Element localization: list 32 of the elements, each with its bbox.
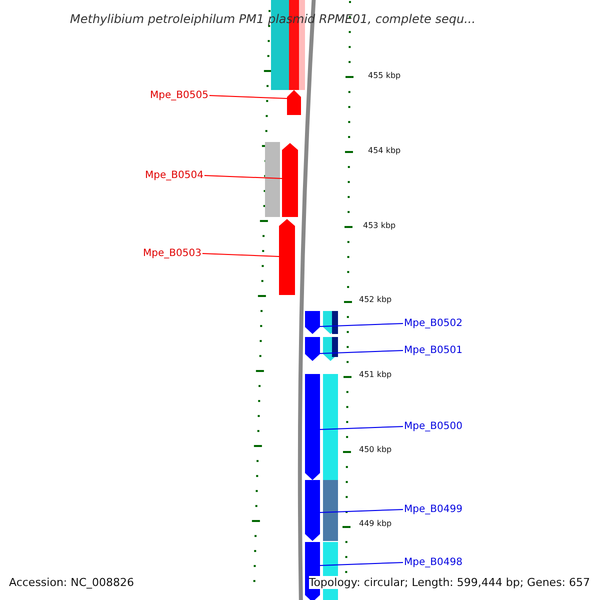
gene-bar bbox=[305, 337, 320, 361]
leader-line bbox=[320, 350, 404, 354]
tick-label: 455 kbp bbox=[368, 71, 401, 80]
tick-label: 449 kbp bbox=[359, 519, 392, 528]
tick-label: 452 kbp bbox=[359, 295, 392, 304]
leader-line bbox=[202, 253, 280, 257]
leader-line bbox=[204, 175, 282, 179]
tick-label: 450 kbp bbox=[359, 445, 392, 454]
leader-line bbox=[320, 323, 404, 327]
gene-label: Mpe_B0501 bbox=[404, 345, 462, 356]
tick-label: 454 kbp bbox=[368, 146, 401, 155]
gene-bar bbox=[305, 311, 320, 334]
leader-line bbox=[320, 426, 404, 430]
leader-line bbox=[320, 562, 404, 566]
tick-label: 451 kbp bbox=[359, 370, 392, 379]
gene-bar bbox=[287, 90, 301, 115]
gene-label: Mpe_B0502 bbox=[404, 318, 462, 329]
gene-label: Mpe_B0499 bbox=[404, 504, 462, 515]
gene-label: Mpe_B0498 bbox=[404, 557, 462, 568]
gene-bar bbox=[279, 219, 295, 295]
map-title: Methylibium petroleiphilum PM1 plasmid RPME01, complete sequ... bbox=[70, 12, 476, 26]
gene-bar bbox=[305, 480, 320, 541]
leader-line bbox=[320, 509, 404, 513]
leader-line bbox=[208, 95, 288, 99]
gene-bar bbox=[305, 374, 320, 480]
gene-label: Mpe_B0505 bbox=[150, 90, 208, 101]
accession-text: Accession: NC_008826 bbox=[9, 576, 134, 589]
tick-label: 453 kbp bbox=[363, 221, 396, 230]
gene-label: Mpe_B0500 bbox=[404, 421, 462, 432]
gene-label: Mpe_B0503 bbox=[143, 248, 202, 259]
gene-bar bbox=[282, 143, 298, 217]
gene-label: Mpe_B0504 bbox=[145, 170, 204, 181]
